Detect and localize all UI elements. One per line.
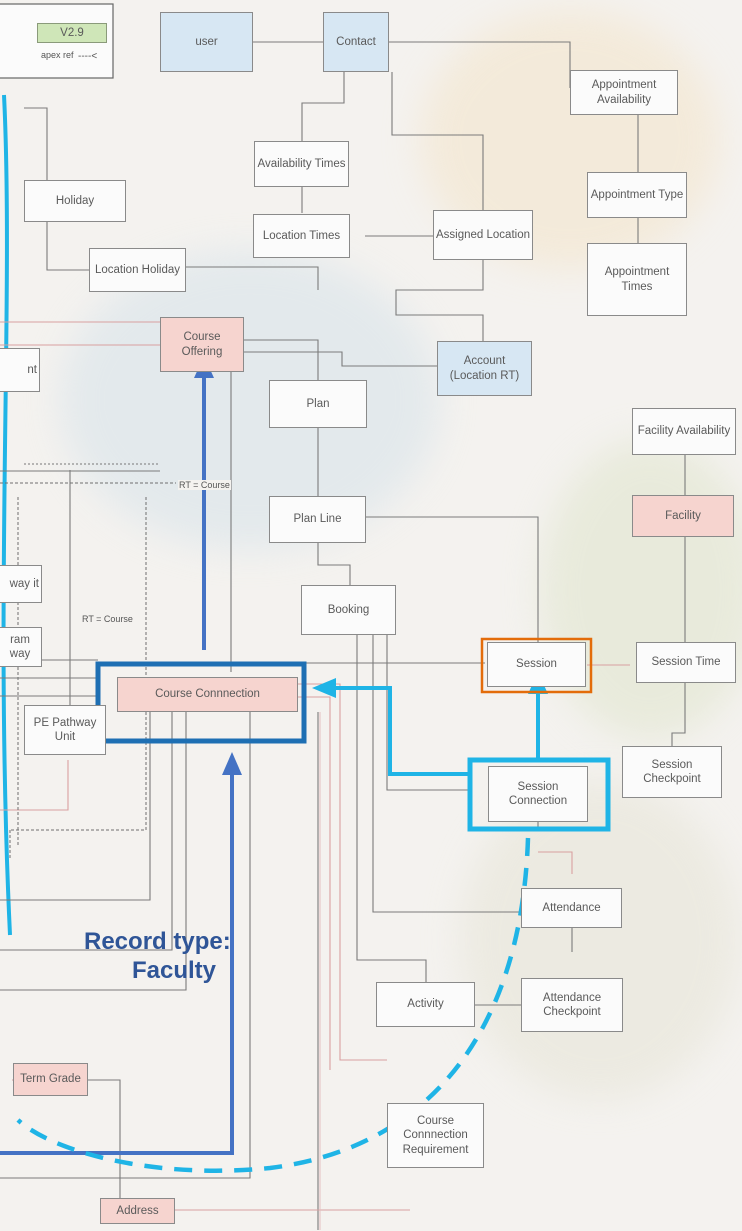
entity-account-location-rt[interactable]: Account (Location RT)	[437, 341, 532, 396]
entity-activity[interactable]: Activity	[376, 982, 475, 1027]
entity-address[interactable]: Address	[100, 1198, 175, 1224]
entity-pe-pathway-unit[interactable]: PE Pathway Unit	[24, 705, 106, 755]
entity-course-connection-requirement[interactable]: Course Connnection Requirement	[387, 1103, 484, 1168]
dashed-curve-arrow	[16, 837, 531, 1173]
connector-lines	[0, 41, 686, 1230]
record-type-callout-line1: Record type:	[84, 928, 231, 955]
entity-holiday[interactable]: Holiday	[24, 180, 126, 222]
left-sidebar-edge	[1, 94, 12, 936]
background-blob	[460, 780, 740, 1100]
entity-pathway-unit-partial[interactable]: way it	[0, 565, 42, 603]
entity-plan-line[interactable]: Plan Line	[269, 496, 366, 543]
entity-location-times[interactable]: Location Times	[253, 214, 350, 258]
arrow-head-left	[312, 678, 336, 698]
arrow-head-up	[222, 752, 242, 775]
entity-facility[interactable]: Facility	[632, 495, 734, 537]
session-highlight	[480, 637, 593, 694]
session-connection-highlight	[467, 757, 611, 832]
entity-appointment-times[interactable]: Appointment Times	[587, 243, 687, 316]
arrow-from-bottom-to-course-connection	[0, 770, 234, 1155]
entity-plan[interactable]: Plan	[269, 380, 367, 428]
entity-contact[interactable]: Contact	[323, 12, 389, 72]
entity-facility-availability[interactable]: Facility Availability	[632, 408, 736, 455]
background-blob	[60, 250, 440, 550]
legend-note: apex ref	[41, 50, 74, 60]
entity-attendance[interactable]: Attendance	[521, 888, 622, 928]
entity-session-checkpoint[interactable]: Session Checkpoint	[622, 746, 722, 798]
entity-booking[interactable]: Booking	[301, 585, 396, 635]
entity-appointment-type[interactable]: Appointment Type	[587, 172, 687, 218]
legend-arrow-icon: ----<	[78, 51, 98, 62]
entity-availability-times[interactable]: Availability Times	[254, 141, 349, 187]
entity-assigned-location[interactable]: Assigned Location	[433, 210, 533, 260]
rt-course-dashed-lines	[0, 482, 176, 860]
version-badge: V2.9	[37, 23, 107, 43]
entity-attendance-checkpoint[interactable]: Attendance Checkpoint	[521, 978, 623, 1032]
record-type-callout-line2: Faculty	[131, 956, 216, 984]
entity-course-connection[interactable]: Course Connnection	[117, 677, 298, 712]
entity-term-grade[interactable]: Term Grade	[13, 1063, 88, 1096]
course-connection-highlight	[95, 661, 307, 744]
pink-connector-lines	[0, 321, 630, 1211]
entity-partial-left[interactable]: nt	[0, 348, 40, 392]
rt-course-label-top: RT = Course	[178, 480, 231, 490]
entity-course-offering[interactable]: Course Offering	[160, 317, 244, 372]
rt-course-label-middle: RT = Course	[82, 614, 133, 624]
record-type-callout: Record type: Faculty	[84, 928, 231, 986]
entity-session[interactable]: Session	[487, 642, 586, 687]
entity-location-holiday[interactable]: Location Holiday	[89, 248, 186, 292]
entity-program-pathway-partial[interactable]: ram way	[0, 627, 42, 667]
entity-user[interactable]: user	[160, 12, 253, 72]
background-blob	[540, 440, 742, 740]
entity-appointment-availability[interactable]: Appointment Availability	[570, 70, 678, 115]
entity-session-connection[interactable]: Session Connection	[488, 766, 588, 822]
arrow-session-connection-to-course-connection	[332, 686, 468, 776]
entity-session-time[interactable]: Session Time	[636, 642, 736, 683]
